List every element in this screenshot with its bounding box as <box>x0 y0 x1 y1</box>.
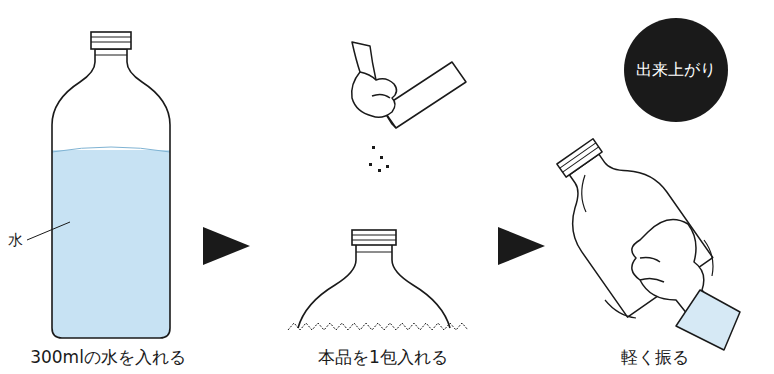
finish-badge: 出来上がり <box>624 18 728 122</box>
step-arrow <box>498 227 545 265</box>
cut-line <box>288 323 468 330</box>
step-caption: 軽く振る <box>621 346 689 369</box>
powder <box>369 146 389 172</box>
step-caption: 300mlの水を入れる <box>30 346 186 369</box>
badge-text: 出来上がり <box>636 60 716 81</box>
step-caption: 本品を1包入れる <box>318 346 448 369</box>
hand-pouring <box>352 42 466 128</box>
part-label: 水 <box>8 231 23 250</box>
water-bottle <box>40 32 180 350</box>
bottle-top <box>298 230 450 328</box>
step-arrow <box>203 227 250 265</box>
hand-shaking <box>532 122 740 350</box>
leader-line <box>27 222 70 240</box>
